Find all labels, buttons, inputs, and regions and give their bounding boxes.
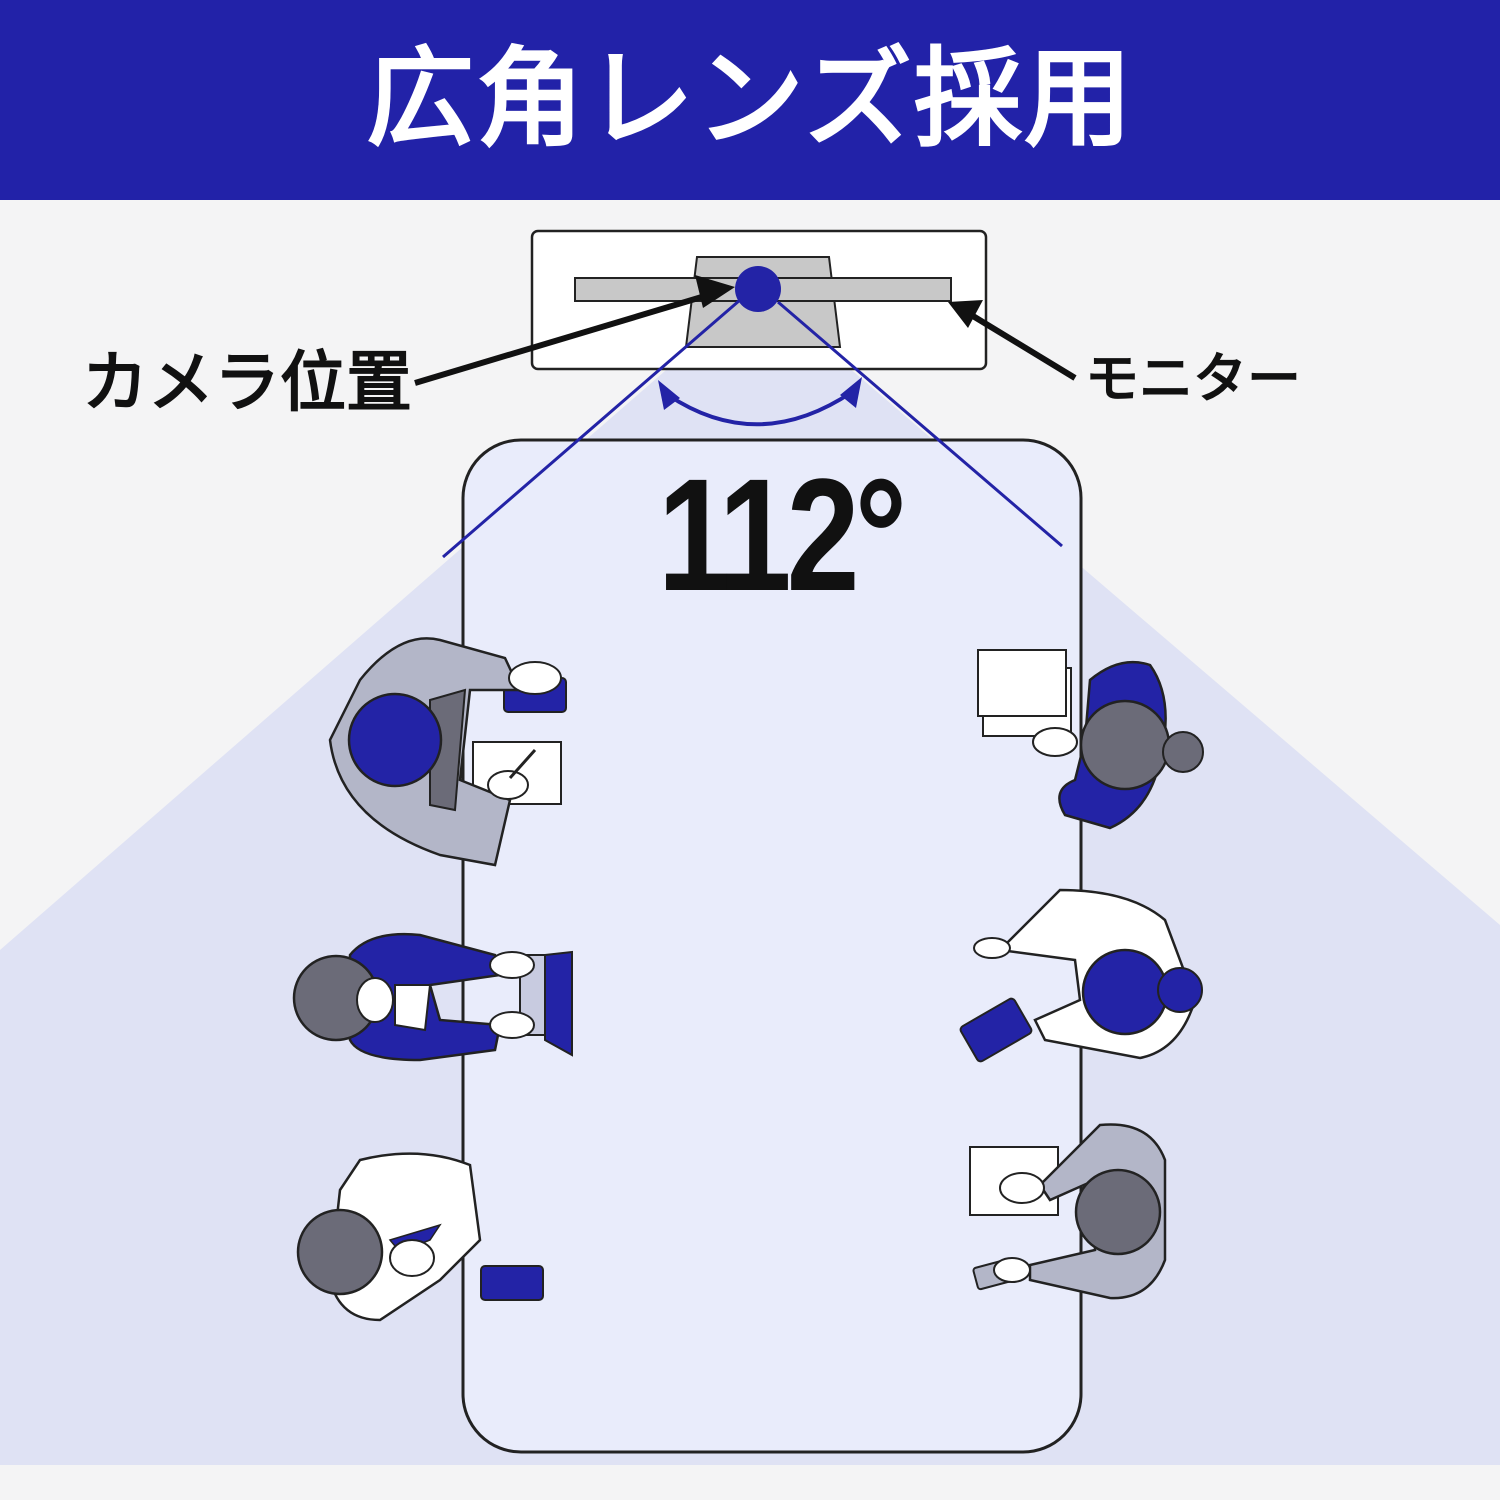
angle-arc <box>658 377 862 427</box>
person-right-2 <box>959 888 1203 1063</box>
monitor-label: モニター <box>1085 347 1301 410</box>
banner-title: 広角レンズ採用 <box>366 37 1134 162</box>
person-right-1 <box>977 649 1204 830</box>
fov-line-left <box>442 298 741 559</box>
person-right-3 <box>969 1123 1167 1300</box>
viewing-angle-label: 112° <box>657 445 907 624</box>
person-left-1 <box>328 637 567 867</box>
person-left-2 <box>292 933 573 1062</box>
person-left-3 <box>296 1152 544 1322</box>
camera-dot <box>735 266 781 312</box>
title-banner: 広角レンズ採用 <box>0 0 1500 200</box>
conference-room-diagram <box>0 229 1500 1465</box>
fov-line-right <box>777 300 1063 548</box>
bottom-strip <box>0 1465 1500 1500</box>
camera-pointer-arrow <box>414 275 735 386</box>
monitor-pointer-arrow <box>948 300 1077 381</box>
camera-position-label: カメラ位置 <box>82 344 412 421</box>
